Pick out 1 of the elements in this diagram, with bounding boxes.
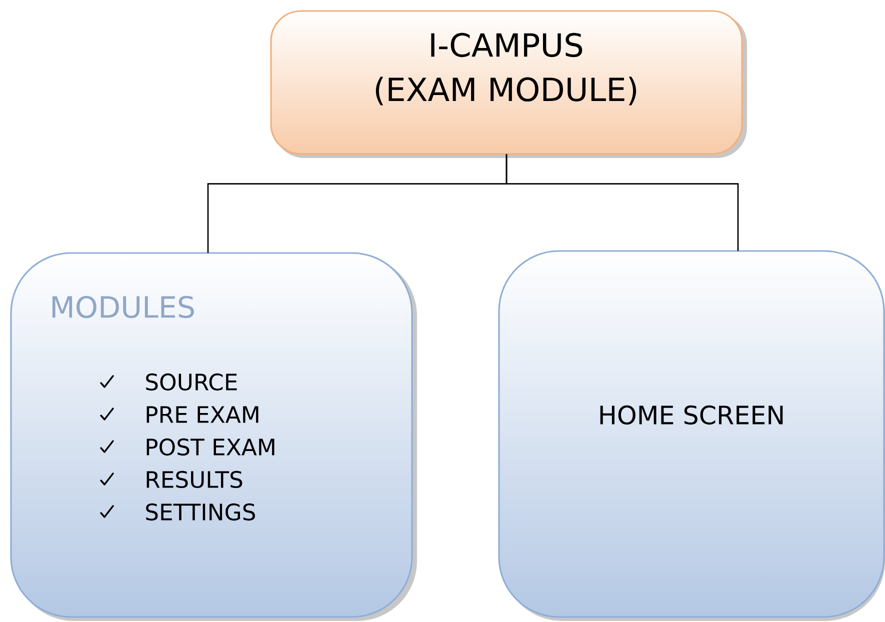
connector-line — [506, 154, 739, 251]
